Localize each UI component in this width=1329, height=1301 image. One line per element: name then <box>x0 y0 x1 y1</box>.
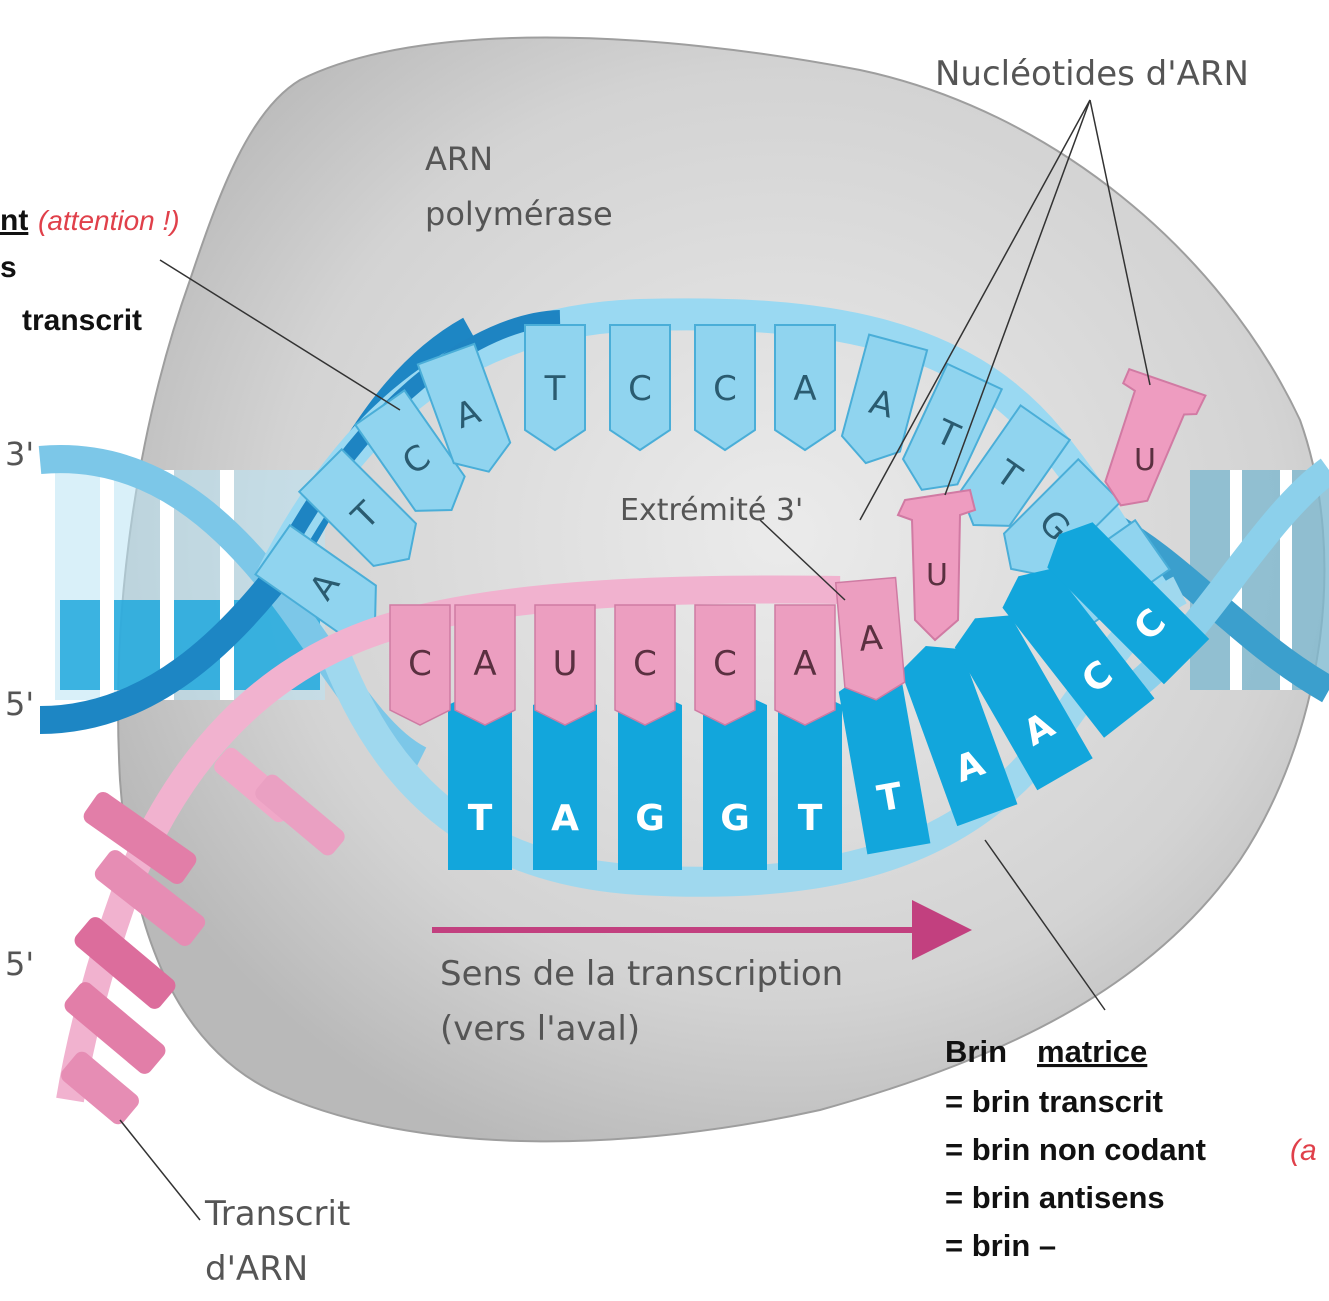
template-strand-label: Brin matrice = brin transcrit = brin non… <box>945 1034 1317 1263</box>
coding-label-line1: nt <box>0 204 28 237</box>
coding-base-letter: A <box>793 369 816 409</box>
rna-base-letter: C <box>408 644 432 684</box>
template-label-underlined: matrice <box>1037 1034 1147 1069</box>
three-prime-end-label: Extrémité 3' <box>620 493 803 528</box>
coding-base: C <box>695 325 755 450</box>
template-label-line1: = brin transcrit <box>945 1084 1163 1119</box>
direction-label-line2: (vers l'aval) <box>440 1009 640 1049</box>
incoming-base-label: U <box>1134 443 1156 478</box>
rna-base: A <box>836 578 906 703</box>
rna-nucleotides-label: Nucléotides d'ARN <box>935 54 1249 94</box>
transcript-label-line1: Transcrit <box>204 1194 350 1234</box>
template-label-line3: = brin antisens <box>945 1180 1165 1215</box>
rna-base: C <box>615 605 675 725</box>
template-label-line2: = brin non codant <box>945 1132 1206 1167</box>
coding-base: C <box>610 325 670 450</box>
rna-base-letter: C <box>713 644 737 684</box>
five-prime-low-label: 5' <box>5 945 34 983</box>
template-base-letter: G <box>720 798 750 839</box>
three-prime-top-label: 3' <box>5 435 34 473</box>
enzyme-label-line1: ARN <box>425 140 493 178</box>
incoming-base-label: U <box>926 558 948 593</box>
rna-base-letter: U <box>553 644 578 684</box>
coding-strand-label: nt (attention !) s transcrit <box>0 204 180 337</box>
rna-base-letter: C <box>633 644 657 684</box>
coding-base-letter: C <box>628 369 652 409</box>
template-label-prefix: Brin <box>945 1034 1007 1069</box>
rna-base-letter: A <box>857 618 884 660</box>
template-base-letter: T <box>798 798 823 839</box>
five-prime-mid-label: 5' <box>5 685 34 723</box>
coding-label-warning: (attention !) <box>38 205 180 236</box>
rna-base-letter: A <box>793 644 816 684</box>
rna-base: C <box>695 605 755 725</box>
enzyme-label-line2: polymérase <box>425 195 613 233</box>
rna-base: C <box>390 605 450 725</box>
coding-label-line2: s <box>0 251 17 284</box>
template-label-line4: = brin – <box>945 1228 1056 1263</box>
coding-base: T <box>525 325 585 450</box>
template-base-letter: T <box>468 798 493 839</box>
rna-base: U <box>535 605 595 725</box>
template-base-letter: A <box>551 798 579 839</box>
template-label-warning: (a <box>1290 1134 1317 1167</box>
rna-base: A <box>775 605 835 725</box>
coding-base: A <box>775 325 835 450</box>
direction-label-line1: Sens de la transcription <box>440 954 843 994</box>
coding-label-line3: transcrit <box>22 304 142 337</box>
coding-base-letter: T <box>544 369 566 409</box>
coding-base-letter: C <box>713 369 737 409</box>
transcript-label-line2: d'ARN <box>205 1249 308 1289</box>
template-base-letter: G <box>635 798 665 839</box>
rna-base: A <box>455 605 515 725</box>
rna-base-letter: A <box>473 644 496 684</box>
